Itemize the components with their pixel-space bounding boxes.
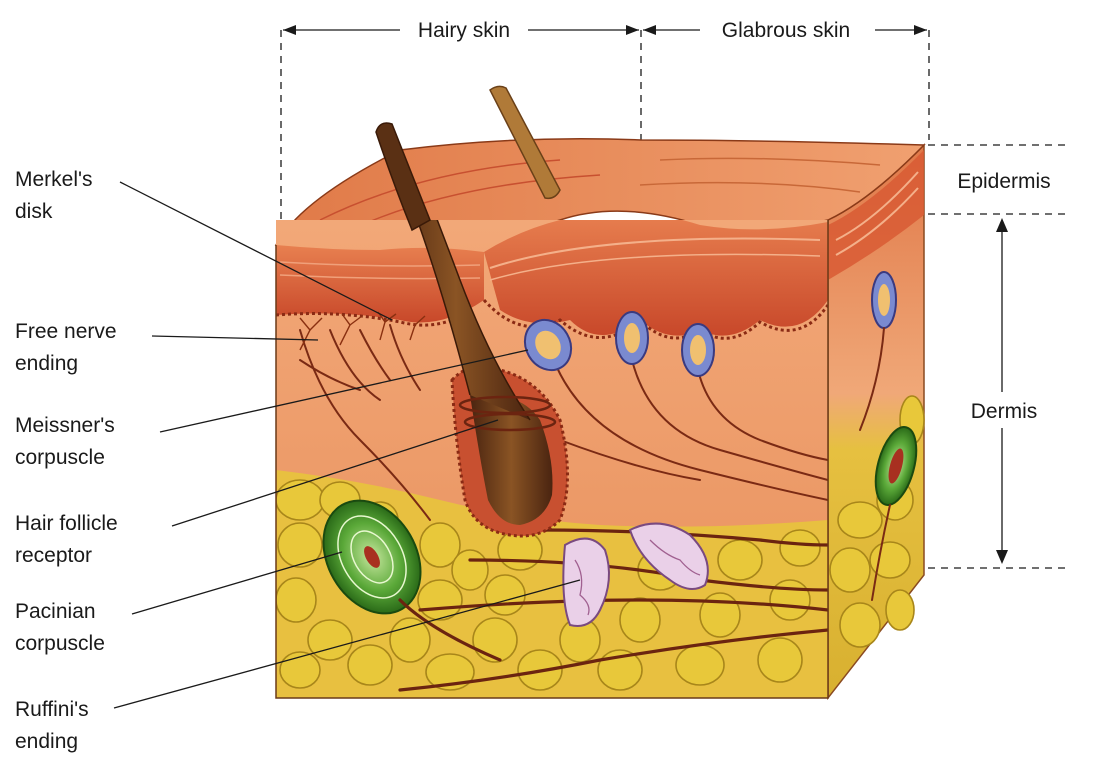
meissner-corpuscles (523, 271, 897, 431)
ruffinis-ending-label-line2: ending (15, 730, 78, 753)
layer-guides (928, 144, 1068, 569)
meissners-corpuscle-label-line1: Meissner's (15, 414, 115, 437)
pacinian-corpuscle-label-line2: corpuscle (15, 632, 105, 655)
side-fat-cells (829, 395, 925, 648)
glabrous-skin-label: Glabrous skin (722, 19, 850, 42)
merkels-disk-label-line2: disk (15, 200, 53, 223)
pacinian-corpuscles (322, 426, 918, 662)
leader-lines (113, 181, 581, 709)
free-nerve-ending-label-line1: Free nerve (15, 320, 117, 343)
meissners-corpuscle-label-line2: corpuscle (15, 446, 105, 469)
hair-follicle-receptor-label-line2: receptor (15, 544, 92, 567)
free-nerve-ending-label-line2: ending (15, 352, 78, 375)
epidermis-label: Epidermis (957, 170, 1050, 193)
hair-shaft-1 (375, 122, 431, 232)
hair-follicle-receptor-label-line1: Hair follicle (15, 512, 118, 535)
skin-block (274, 85, 926, 701)
free-nerve-ending-branches (299, 311, 426, 351)
hair-shaft-2 (489, 85, 561, 200)
hairy-skin-bracket (280, 25, 930, 240)
merkels-disk-label-line1: Merkel's (15, 168, 93, 191)
hair-follicle (380, 220, 569, 538)
dermis-label: Dermis (971, 400, 1038, 423)
hairy-skin-label: Hairy skin (418, 19, 510, 42)
ruffini-endings (562, 522, 709, 627)
receptor-labels: Merkel's disk Free nerve ending Meissner… (15, 168, 118, 753)
ruffinis-ending-label-line1: Ruffini's (15, 698, 89, 721)
pacinian-corpuscle-label-line1: Pacinian (15, 600, 96, 623)
